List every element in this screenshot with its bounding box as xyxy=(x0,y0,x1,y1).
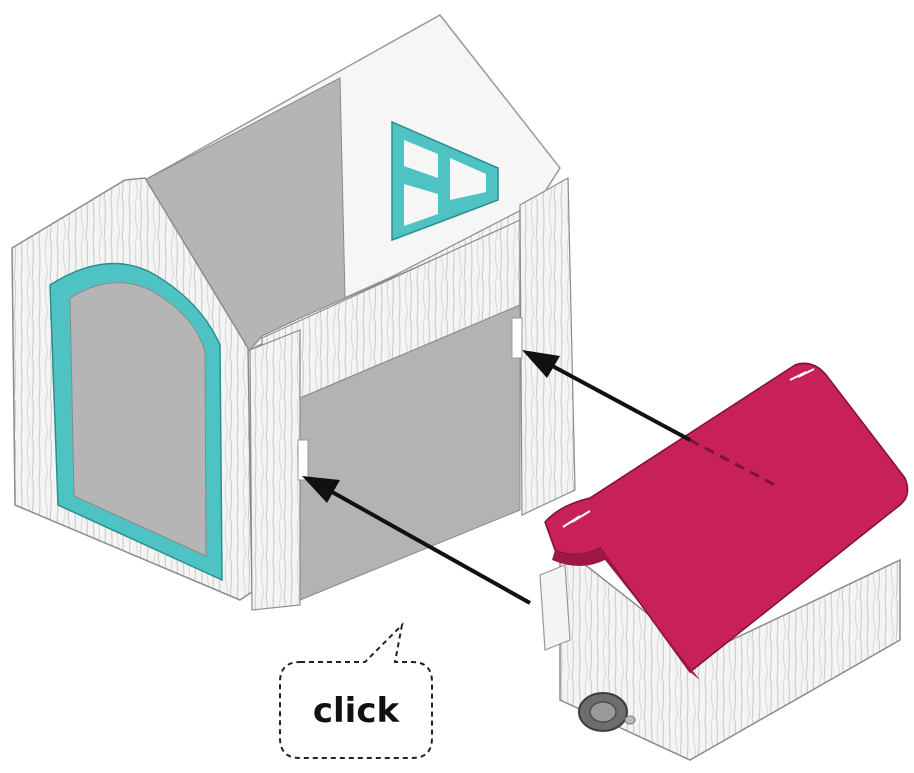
side-wall-left-post xyxy=(250,330,300,610)
click-callout: click xyxy=(280,625,432,758)
roof-piece xyxy=(540,363,908,760)
roof-piece-tab xyxy=(540,565,570,650)
callout-label: click xyxy=(313,691,401,731)
side-wall-right-post xyxy=(520,178,575,515)
slot-right xyxy=(512,318,522,358)
front-door-frame xyxy=(50,264,222,580)
house-body xyxy=(12,15,575,610)
slot-left xyxy=(298,440,308,480)
